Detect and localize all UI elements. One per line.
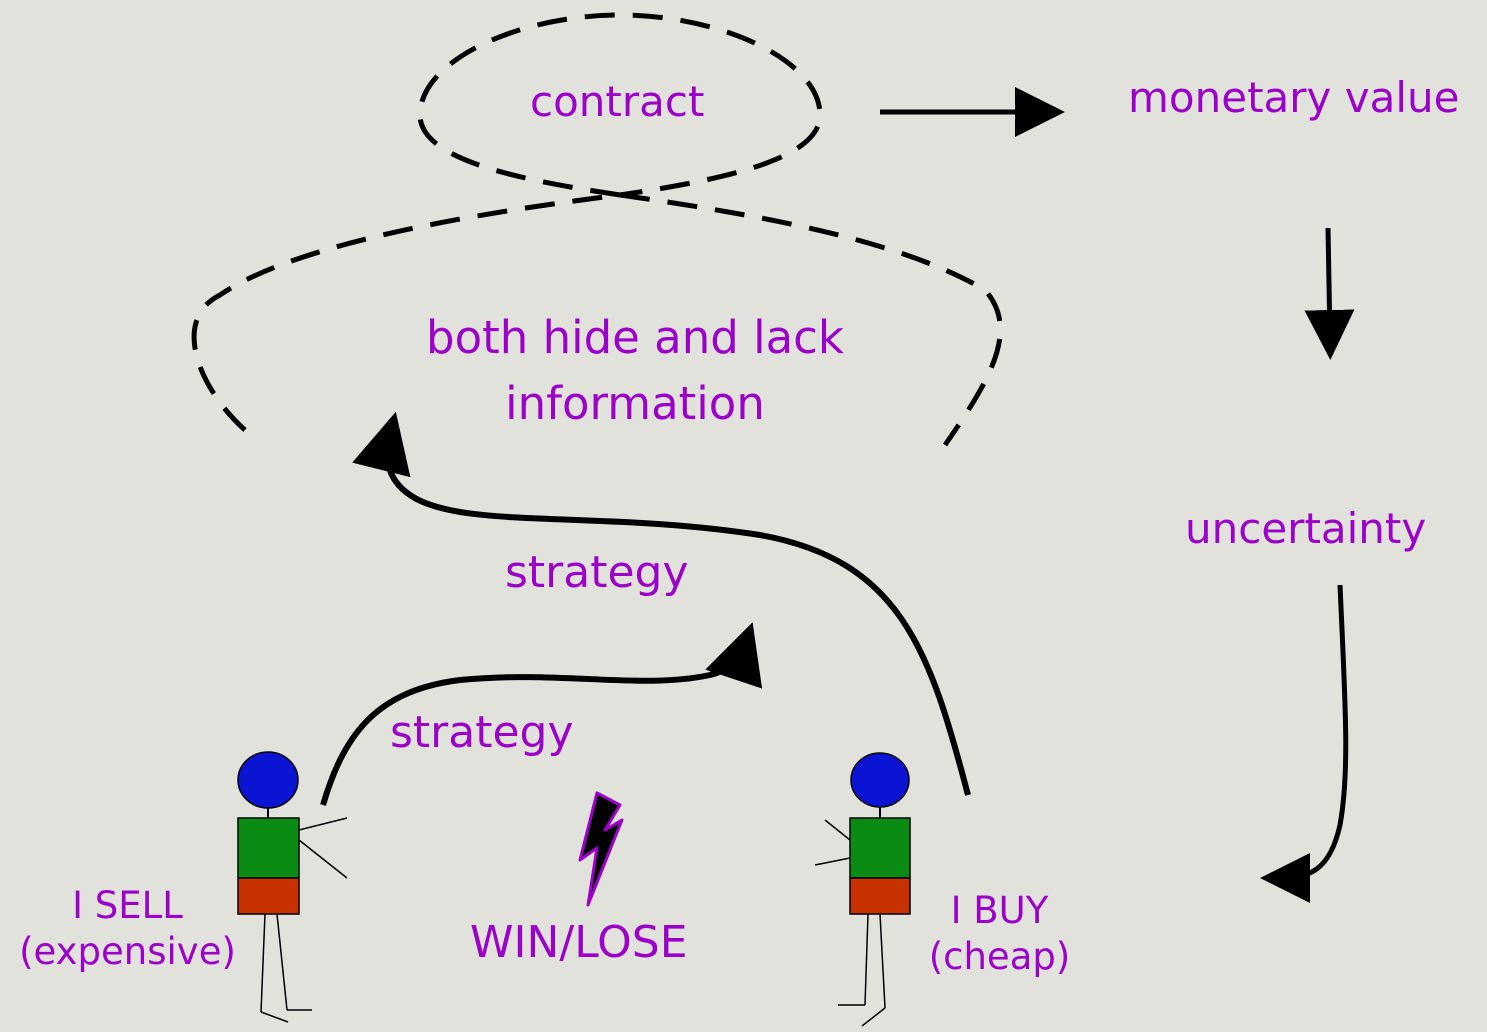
buyer-label-line1: I BUY xyxy=(950,889,1049,932)
seller-hips xyxy=(237,877,300,915)
monetary-value-label: monetary value xyxy=(1128,73,1460,122)
strategy-label-upper: strategy xyxy=(505,547,689,598)
seller-label-line1: I SELL xyxy=(72,884,183,927)
buyer-strategy-arrow xyxy=(352,411,971,796)
buyer-hips xyxy=(849,877,911,915)
value-to-uncertainty-arrow xyxy=(1304,227,1355,360)
seller-torso xyxy=(237,817,300,879)
information-label: both hide and lack information xyxy=(400,305,870,437)
seller-label-line2: (expensive) xyxy=(19,930,236,973)
seller-label: I SELL (expensive) xyxy=(5,883,250,975)
seller-figure xyxy=(237,751,348,1023)
contract-label: contract xyxy=(530,77,705,126)
buyer-label: I BUY (cheap) xyxy=(912,888,1087,980)
information-dashed-boundary xyxy=(191,192,1003,447)
buyer-figure xyxy=(814,752,911,1027)
buyer-label-line2: (cheap) xyxy=(928,935,1071,978)
uncertainty-return-arrow xyxy=(1260,584,1349,903)
information-label-line1: both hide and lack xyxy=(426,311,844,364)
buyer-head xyxy=(850,752,910,808)
strategy-label-lower: strategy xyxy=(390,707,574,758)
information-label-line2: information xyxy=(505,377,765,430)
seller-head xyxy=(237,751,299,809)
uncertainty-label: uncertainty xyxy=(1185,504,1427,553)
lightning-icon xyxy=(578,791,624,907)
buyer-torso xyxy=(849,817,911,879)
outcome-label: WIN/LOSE xyxy=(470,917,688,968)
seller-strategy-arrow xyxy=(320,622,763,806)
